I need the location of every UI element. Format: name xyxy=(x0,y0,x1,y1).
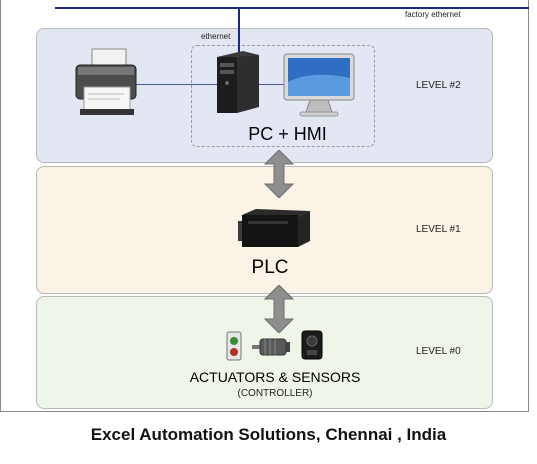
ethernet-drop-line xyxy=(238,8,240,53)
factory-ethernet-label: factory ethernet xyxy=(405,10,461,19)
plc-unit-icon xyxy=(238,209,310,247)
plc-caption: PLC xyxy=(251,257,289,278)
printer-icon xyxy=(75,48,137,115)
sensor-icon xyxy=(301,330,323,360)
double-arrow-icon xyxy=(264,285,294,333)
factory-ethernet-line xyxy=(55,7,529,9)
diagram-frame xyxy=(0,0,529,412)
footer-caption: Excel Automation Solutions, Chennai , In… xyxy=(90,425,447,444)
actuators-sensors-caption: ACTUATORS & SENSORS xyxy=(189,369,361,385)
ethernet-label: ethernet xyxy=(201,32,231,41)
pc-hmi-group xyxy=(191,45,375,147)
double-arrow-icon xyxy=(264,150,294,198)
level-2-label: LEVEL #2 xyxy=(416,80,461,91)
pc-hmi-caption: PC + HMI xyxy=(248,124,327,144)
pc-tower-icon xyxy=(217,51,259,113)
push-button-icon xyxy=(226,331,242,361)
monitor-icon xyxy=(283,53,355,117)
level-0-label: LEVEL #0 xyxy=(416,346,461,357)
device-link-line xyxy=(120,84,288,85)
motor-icon xyxy=(252,338,290,356)
level-1-label: LEVEL #1 xyxy=(416,224,461,235)
controller-subcaption: (CONTROLLER) xyxy=(237,388,313,399)
